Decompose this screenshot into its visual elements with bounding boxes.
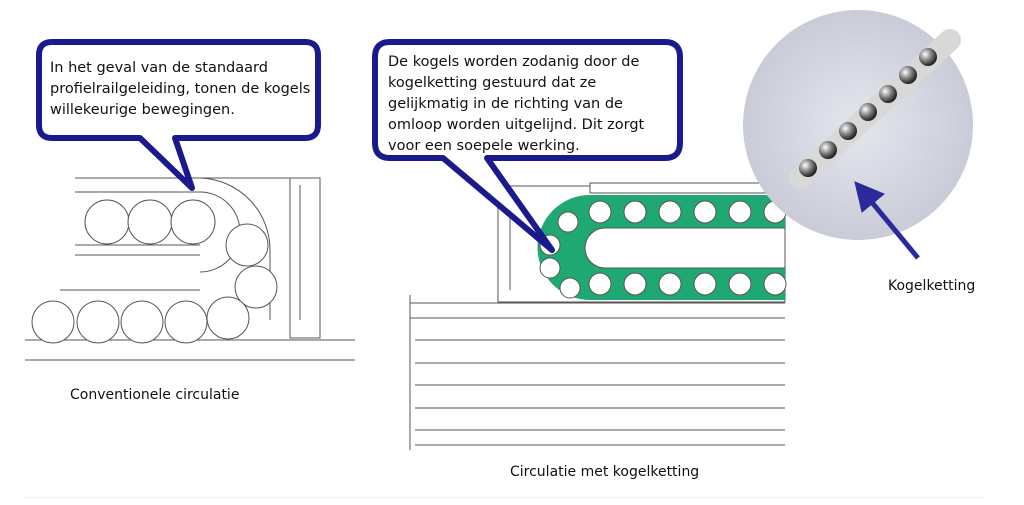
conventional-caption: Conventionele circulatie <box>70 387 240 403</box>
chain-circulation-drawing <box>409 182 787 450</box>
right-bubble-text: De kogels worden zodanig door de kogelke… <box>388 54 645 154</box>
left-bubble-text: In het geval van de standaard profielrai… <box>50 60 311 118</box>
conventional-circulation-drawing <box>25 177 355 361</box>
chain-caption: Circulatie met kogelketting <box>510 464 700 480</box>
photo-caption: Kogelketting <box>888 278 976 294</box>
left-speech-bubble <box>36 39 321 191</box>
right-speech-bubble <box>372 39 683 253</box>
arrow-icon <box>854 181 920 260</box>
divider <box>25 497 985 498</box>
chain-photo <box>743 10 973 240</box>
